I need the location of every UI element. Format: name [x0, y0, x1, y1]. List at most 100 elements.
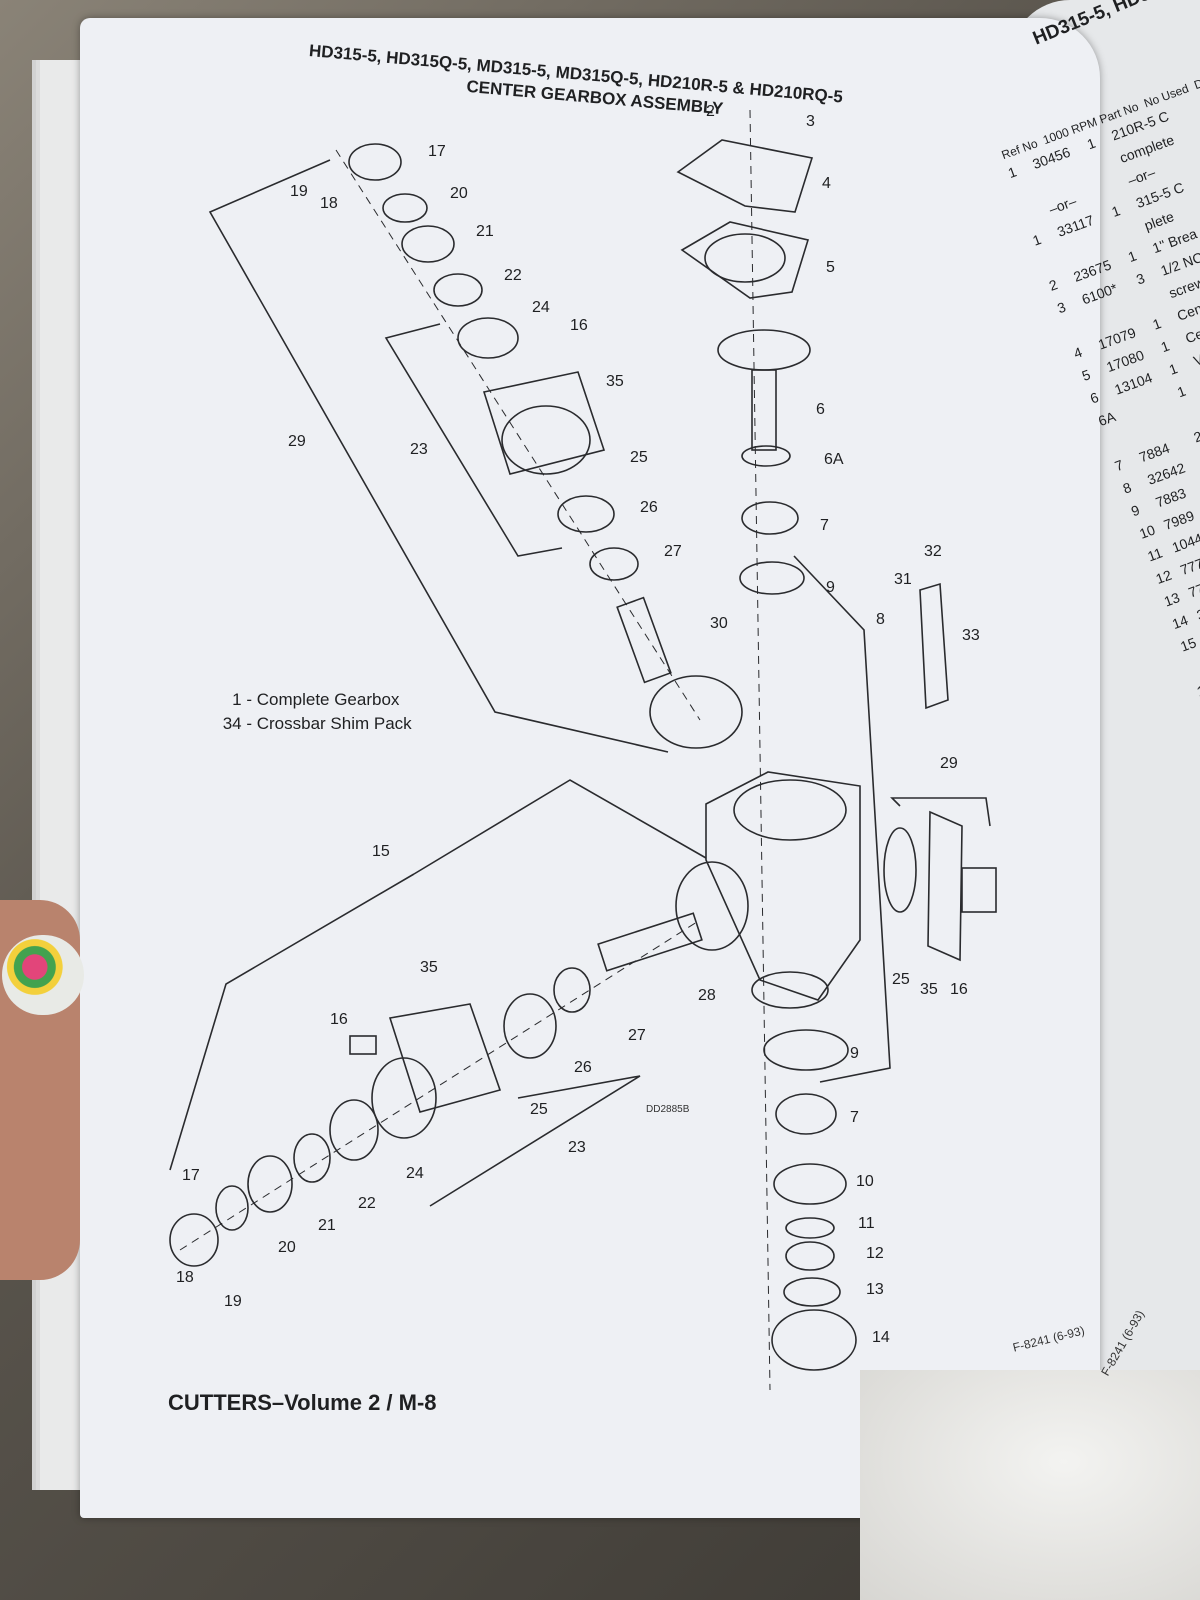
bolt-16-lower — [349, 1035, 377, 1055]
bearing-22 — [433, 273, 483, 307]
callout-6A: 6A — [824, 451, 844, 468]
painted-nail — [2, 935, 84, 1015]
callout-35: 35 — [606, 373, 624, 390]
callout-2: 2 — [706, 103, 715, 120]
cell-ref — [1191, 665, 1200, 674]
callout-16: 16 — [570, 317, 588, 334]
bracket-8 — [793, 555, 891, 1083]
callout-23: 23 — [568, 1139, 586, 1156]
callout-26: 26 — [640, 499, 658, 516]
cup-24-lower — [329, 1099, 379, 1161]
callout-20: 20 — [450, 185, 468, 202]
bracket-23-upper — [384, 323, 563, 557]
seal-21 — [401, 225, 455, 263]
legend-row: 1 - Complete Gearbox — [212, 688, 412, 712]
drawing-code: DD2885B — [646, 1104, 690, 1115]
callout-35: 35 — [420, 959, 438, 976]
nut-17 — [348, 143, 402, 181]
callout-28: 28 — [698, 987, 716, 1004]
gearbox-housing — [705, 771, 861, 1001]
callout-13: 13 — [866, 1281, 884, 1298]
bearing-27-lower — [553, 967, 591, 1013]
callout-16: 16 — [950, 981, 968, 998]
legend-number: 1 - — [232, 690, 252, 709]
callout-9: 9 — [826, 579, 835, 596]
callout-24: 24 — [532, 299, 550, 316]
callout-14: 14 — [872, 1329, 890, 1346]
callout-3: 3 — [806, 113, 815, 130]
callout-31: 31 — [894, 571, 912, 588]
callout-8: 8 — [876, 611, 885, 628]
callout-6: 6 — [816, 401, 825, 418]
callout-17: 17 — [182, 1167, 200, 1184]
parts-legend: 1 - Complete Gearbox 34 - Crossbar Shim … — [212, 688, 412, 736]
nut-17-lower — [169, 1213, 219, 1267]
seal-10 — [773, 1163, 847, 1205]
oring-25-right — [883, 827, 917, 913]
callout-25: 25 — [530, 1101, 548, 1118]
callout-12: 12 — [866, 1245, 884, 1262]
callout-29: 29 — [940, 755, 958, 772]
housing-top-opening — [733, 779, 847, 841]
legend-label: Complete Gearbox — [256, 690, 400, 709]
callout-7: 7 — [820, 517, 829, 534]
bearing-cup-9-top — [739, 561, 805, 595]
callout-25: 25 — [630, 449, 648, 466]
bracket-15-left — [169, 873, 415, 1171]
flange-35-lower — [388, 1003, 502, 1113]
pinion-gear-lower — [675, 861, 749, 951]
shaft-sleeve — [741, 445, 791, 467]
callout-18: 18 — [176, 1269, 194, 1286]
bracket-29-upper — [208, 159, 669, 753]
callout-29: 29 — [288, 433, 306, 450]
callout-26: 26 — [574, 1059, 592, 1076]
callout-16: 16 — [330, 1011, 348, 1028]
legend-number: 34 - — [222, 714, 252, 733]
callout-10: 10 — [856, 1173, 874, 1190]
callout-33: 33 — [962, 627, 980, 644]
callout-17: 17 — [428, 143, 446, 160]
cup-9-lower — [763, 1029, 849, 1071]
output-spline — [961, 867, 997, 913]
callout-30: 30 — [710, 615, 728, 632]
callout-32: 32 — [924, 543, 942, 560]
callout-15: 15 — [372, 843, 390, 860]
cap-14 — [771, 1309, 857, 1371]
ring-11 — [785, 1217, 835, 1239]
callout-5: 5 — [826, 259, 835, 276]
washer-20-lower — [215, 1185, 249, 1231]
seal-21-lower — [247, 1155, 293, 1213]
callout-35: 35 — [920, 981, 938, 998]
legend-label: Crossbar Shim Pack — [256, 714, 412, 733]
callout-22: 22 — [358, 1195, 376, 1212]
flange-35 — [482, 371, 606, 475]
callout-27: 27 — [664, 543, 682, 560]
bevel-gear-top — [717, 329, 811, 371]
cell-used — [1188, 411, 1200, 420]
pinion-gear — [649, 675, 743, 749]
callout-11: 11 — [858, 1215, 875, 1232]
cloth — [860, 1370, 1200, 1600]
gasket-plate — [680, 221, 810, 299]
input-centerline — [335, 149, 701, 721]
lower-centerline — [179, 919, 701, 1251]
gasket-hole — [704, 233, 786, 283]
vertical-shaft — [751, 369, 777, 451]
callout-27: 27 — [628, 1027, 646, 1044]
cup-26-upper — [557, 495, 615, 533]
callout-19: 19 — [290, 183, 308, 200]
washer-20 — [382, 193, 428, 223]
bracket-29-right — [890, 797, 991, 827]
cover-31 — [919, 582, 949, 710]
bearing-7-lower — [775, 1093, 837, 1135]
top-cover-plate — [676, 139, 814, 213]
page-footer: CUTTERS–Volume 2 / M-8 — [168, 1390, 437, 1415]
callout-18: 18 — [320, 195, 338, 212]
legend-row: 34 - Crossbar Shim Pack — [212, 712, 412, 736]
flange-35-right — [927, 810, 963, 962]
pinion-shaft-28 — [597, 912, 703, 972]
callout-25: 25 — [892, 971, 910, 988]
callout-24: 24 — [406, 1165, 424, 1182]
oring-25-upper — [501, 405, 591, 475]
